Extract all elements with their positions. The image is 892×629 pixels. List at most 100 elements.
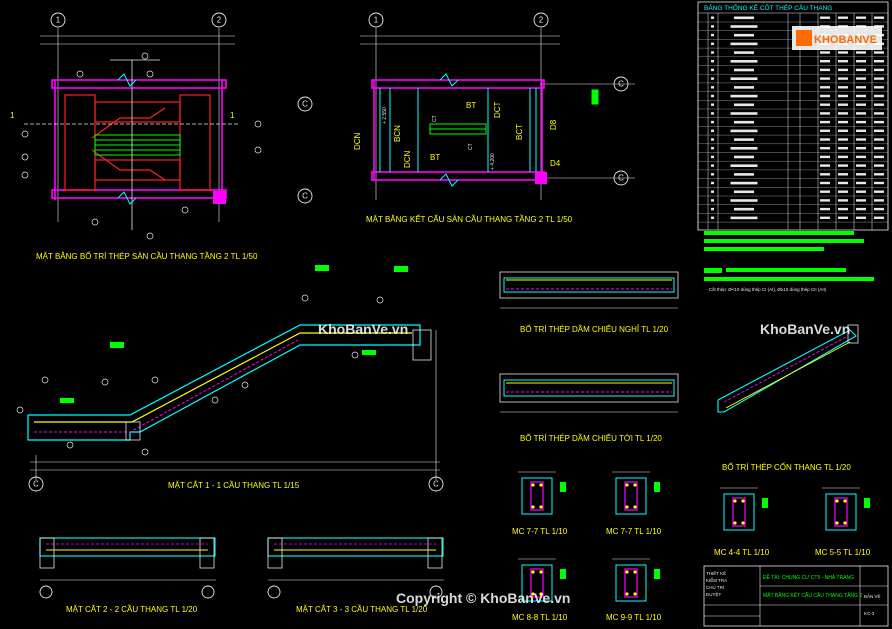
schedule-cell-value [838,51,848,54]
mc-bar [633,483,637,487]
schedule-cell-value [838,94,848,98]
schedule-cell-value [838,155,848,159]
schedule-cell-value [820,173,830,176]
schedule-cell-value [856,155,866,159]
mc-outline [521,564,553,602]
watermark: KhoBanVe.vn [318,321,408,337]
mc-title: MC 4-4 TL 1/10 [714,548,770,557]
svg-text:THIẾT KẾ: THIẾT KẾ [706,570,726,576]
schedule-cell-value [838,120,848,124]
schedule-cell-value [856,60,866,63]
svg-text:DCN: DCN [353,132,362,150]
schedule-cell-value [874,129,884,132]
plan-right: 1 2 DCN BCN DCN BT BT DCT BCT D8 D4 CT [353,12,635,224]
mc-bar [539,505,543,509]
mc-outline [615,477,647,515]
schedule-cell-value [856,129,866,132]
schedule-cell-value [856,207,866,211]
schedule-rebar-shape [730,216,758,220]
plan-left: 1 2 [10,12,313,261]
svg-text:DCT: DCT [493,101,502,118]
schedule-cell-value [820,16,830,19]
schedule-index [711,173,714,176]
schedule-rebar-shape [734,103,754,107]
schedule-cell-value [820,120,830,124]
schedule-cell-value [856,216,866,219]
grid-label: 2 [217,16,222,25]
mc-bar [733,499,737,503]
schedule-index [711,94,714,98]
schedule-cell-value [820,60,830,63]
mc-bar [633,570,637,574]
schedule-cell-value [838,199,848,202]
svg-text:CHỦ TRÌ: CHỦ TRÌ [706,584,724,590]
project-name: ĐỀ TÀI: CHUNG CƯ CT5 - NHÀ TRANG [763,574,854,581]
mc-stirrup [624,481,638,511]
schedule-rebar-shape [730,112,758,115]
schedule-rebar-shape [734,155,754,159]
schedule-cell-value [856,51,866,54]
mc-outline [615,564,647,602]
mc-bar [733,521,737,525]
mc-bar [625,570,629,574]
grid-bubble-2 [211,12,227,28]
schedule-index [711,181,714,185]
svg-text:C: C [302,100,308,109]
schedule-cell-value [856,94,866,98]
section-3-3-title: MẶT CẮT 3 - 3 CẦU THANG TL 1/20 [296,604,428,614]
schedule-index [711,68,714,72]
schedule-index [711,199,714,202]
stringer: BỐ TRÍ THÉP CỐN THANG TL 1/20 [717,324,859,472]
schedule-cell-value [874,199,884,202]
svg-text:BCT: BCT [515,124,524,140]
schedule-cell-value [820,155,830,159]
mc-stirrup [530,481,544,511]
schedule-index [711,207,714,211]
svg-text:DCN: DCN [403,150,412,168]
section-3-3: MẶT CẮT 3 - 3 CẦU THANG TL 1/20 [267,537,444,614]
schedule-cell-value [838,16,848,19]
schedule-index [711,103,714,106]
svg-text:BT: BT [430,153,440,162]
schedule-index [711,42,714,45]
rebar-schedule: BẢNG THỐNG KÊ CỐT THÉP CẦU THANG - Cốt t… [697,1,889,292]
schedule-cell-value [856,16,866,19]
mc-bar [531,483,535,487]
mc-bar [539,483,543,487]
schedule-index [711,33,714,37]
grid-bubble-c [297,188,313,204]
mc-stirrup [732,497,746,527]
mc-stirrup [530,568,544,598]
schedule-rebar-shape [734,86,754,89]
mc-bar [625,505,629,509]
schedule-cell-value [856,120,866,124]
schedule-cell-value [874,94,884,98]
schedule-cell-value [856,86,866,89]
schedule-cell-value [874,216,884,219]
section-2-2-title: MẶT CẮT 2 - 2 CẦU THANG TL 1/20 [66,604,198,614]
schedule-cell-value [820,164,830,167]
schedule-cell-value [820,216,830,219]
schedule-rebar-shape [734,68,754,72]
mc-bar [741,499,745,503]
schedule-cell-value [874,103,884,106]
schedule-cell-value [856,181,866,185]
schedule-cell-value [874,138,884,141]
mc-label-tag [864,498,870,508]
schedule-cell-value [874,181,884,185]
mc-bar [531,592,535,596]
mc-outline [521,477,553,515]
schedule-rebar-shape [734,120,754,124]
schedule-rebar-shape [734,138,754,141]
mc-title: MC 9-9 TL 1/10 [606,613,662,622]
mc-title: MC 8-8 TL 1/10 [512,613,568,622]
grid-bubble-1 [50,12,66,28]
schedule-rebar-shape [734,190,754,194]
schedule-cell-value [838,60,848,63]
schedule-cell-value [874,155,884,159]
plan-right-title: MẶT BẰNG KẾT CẤU SÀN CẦU THANG TẦNG 2 TL… [366,214,573,224]
mc-stirrup [624,568,638,598]
mc-label-tag [654,482,660,492]
schedule-cell-value [838,164,848,167]
section-mark: 1 [10,111,15,120]
